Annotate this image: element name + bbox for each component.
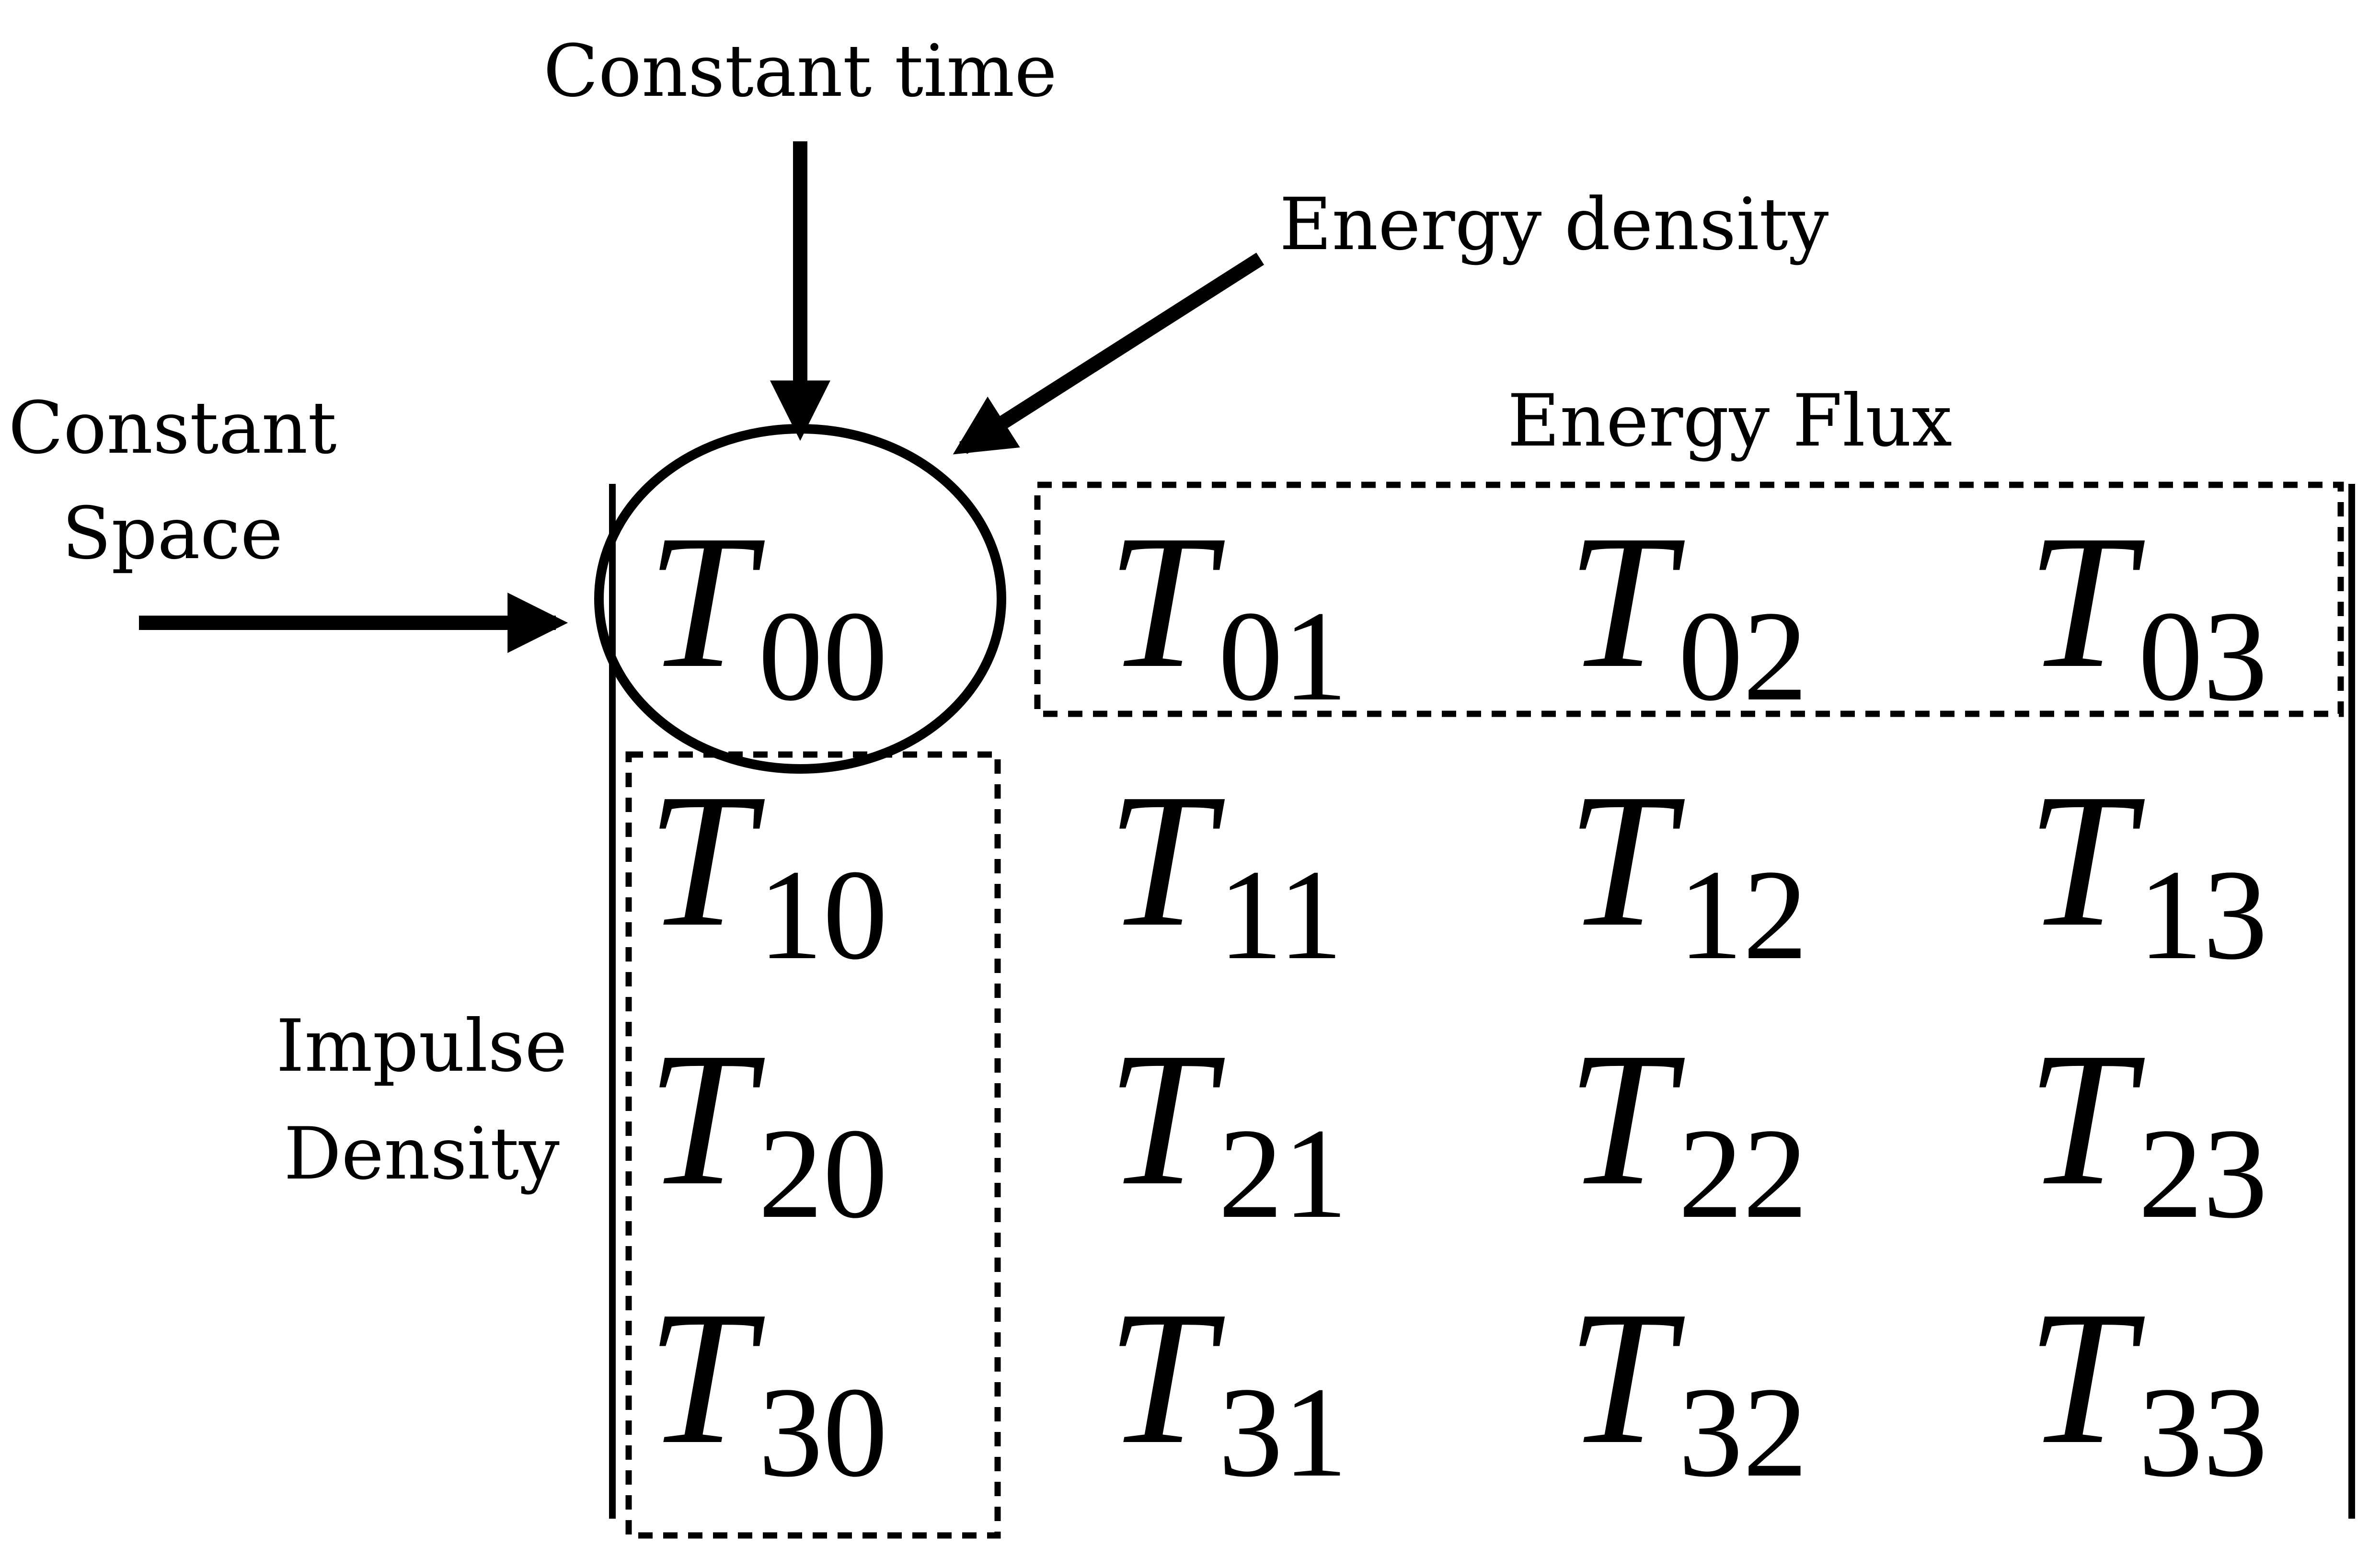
impulse-density-label-line1: Impulse — [276, 1005, 567, 1088]
tensor-subscript: 02 — [1678, 584, 1807, 728]
tensor-symbol: T — [647, 1013, 767, 1225]
tensor-symbol: T — [1567, 1271, 1687, 1484]
tensor-component-21: T21 — [1107, 1013, 1347, 1245]
tensor-symbol: T — [1107, 495, 1227, 708]
tensor-symbol: T — [1107, 1271, 1227, 1484]
constant-space-label-line1: Constant — [8, 387, 336, 470]
tensor-subscript: 21 — [1218, 1102, 1347, 1245]
tensor-component-33: T33 — [2027, 1271, 2267, 1504]
tensor-subscript: 20 — [758, 1102, 887, 1245]
tensor-subscript: 11 — [1218, 843, 1343, 986]
tensor-component-10: T10 — [647, 754, 887, 986]
tensor-subscript: 03 — [2138, 584, 2267, 728]
tensor-component-01: T01 — [1107, 495, 1347, 728]
tensor-subscript: 30 — [758, 1361, 887, 1504]
tensor-component-12: T12 — [1567, 754, 1807, 986]
tensor-subscript: 32 — [1678, 1361, 1807, 1504]
energy-flux-label: Energy Flux — [1507, 379, 1952, 463]
tensor-subscript: 12 — [1678, 843, 1807, 986]
tensor-component-31: T31 — [1107, 1271, 1347, 1504]
tensor-component-03: T03 — [2027, 495, 2267, 728]
tensor-subscript: 00 — [758, 584, 887, 728]
tensor-symbol: T — [647, 1271, 767, 1484]
tensor-symbol: T — [1567, 495, 1687, 708]
tensor-subscript: 01 — [1218, 584, 1347, 728]
tensor-symbol: T — [2027, 495, 2147, 708]
tensor-component-11: T11 — [1107, 754, 1343, 986]
tensor-symbol: T — [2027, 754, 2147, 966]
tensor-component-32: T32 — [1567, 1271, 1807, 1504]
tensor-symbol: T — [1567, 754, 1687, 966]
tensor-component-20: T20 — [647, 1013, 887, 1245]
tensor-component-00: T00 — [647, 495, 887, 728]
tensor-component-23: T23 — [2027, 1013, 2267, 1245]
tensor-component-30: T30 — [647, 1271, 887, 1504]
tensor-symbol: T — [1567, 1013, 1687, 1225]
constant-time-label: Constant time — [543, 30, 1057, 113]
tensor-component-02: T02 — [1567, 495, 1807, 728]
tensor-component-13: T13 — [2027, 754, 2267, 986]
energy-density-arrow — [953, 252, 1265, 455]
impulse-density-label-line2: Density — [284, 1112, 560, 1196]
tensor-subscript: 10 — [758, 843, 887, 986]
tensor-component-22: T22 — [1567, 1013, 1807, 1245]
tensor-symbol: T — [1107, 754, 1227, 966]
constant-space-label-line2: Space — [62, 492, 283, 575]
tensor-subscript: 23 — [2138, 1102, 2267, 1245]
tensor-symbol: T — [1107, 1013, 1227, 1225]
tensor-symbol: T — [647, 495, 767, 708]
tensor-subscript: 13 — [2138, 843, 2267, 986]
tensor-symbol: T — [647, 754, 767, 966]
energy-density-label: Energy density — [1279, 183, 1829, 266]
tensor-subscript: 31 — [1218, 1361, 1347, 1504]
tensor-subscript: 22 — [1678, 1102, 1807, 1245]
tensor-symbol: T — [2027, 1271, 2147, 1484]
energy-flux-dashed-box — [1034, 481, 2344, 717]
tensor-symbol: T — [2027, 1013, 2147, 1225]
energy-density-circle — [594, 424, 1006, 774]
tensor-subscript: 33 — [2138, 1361, 2267, 1504]
impulse-density-dashed-box — [625, 751, 1001, 1539]
